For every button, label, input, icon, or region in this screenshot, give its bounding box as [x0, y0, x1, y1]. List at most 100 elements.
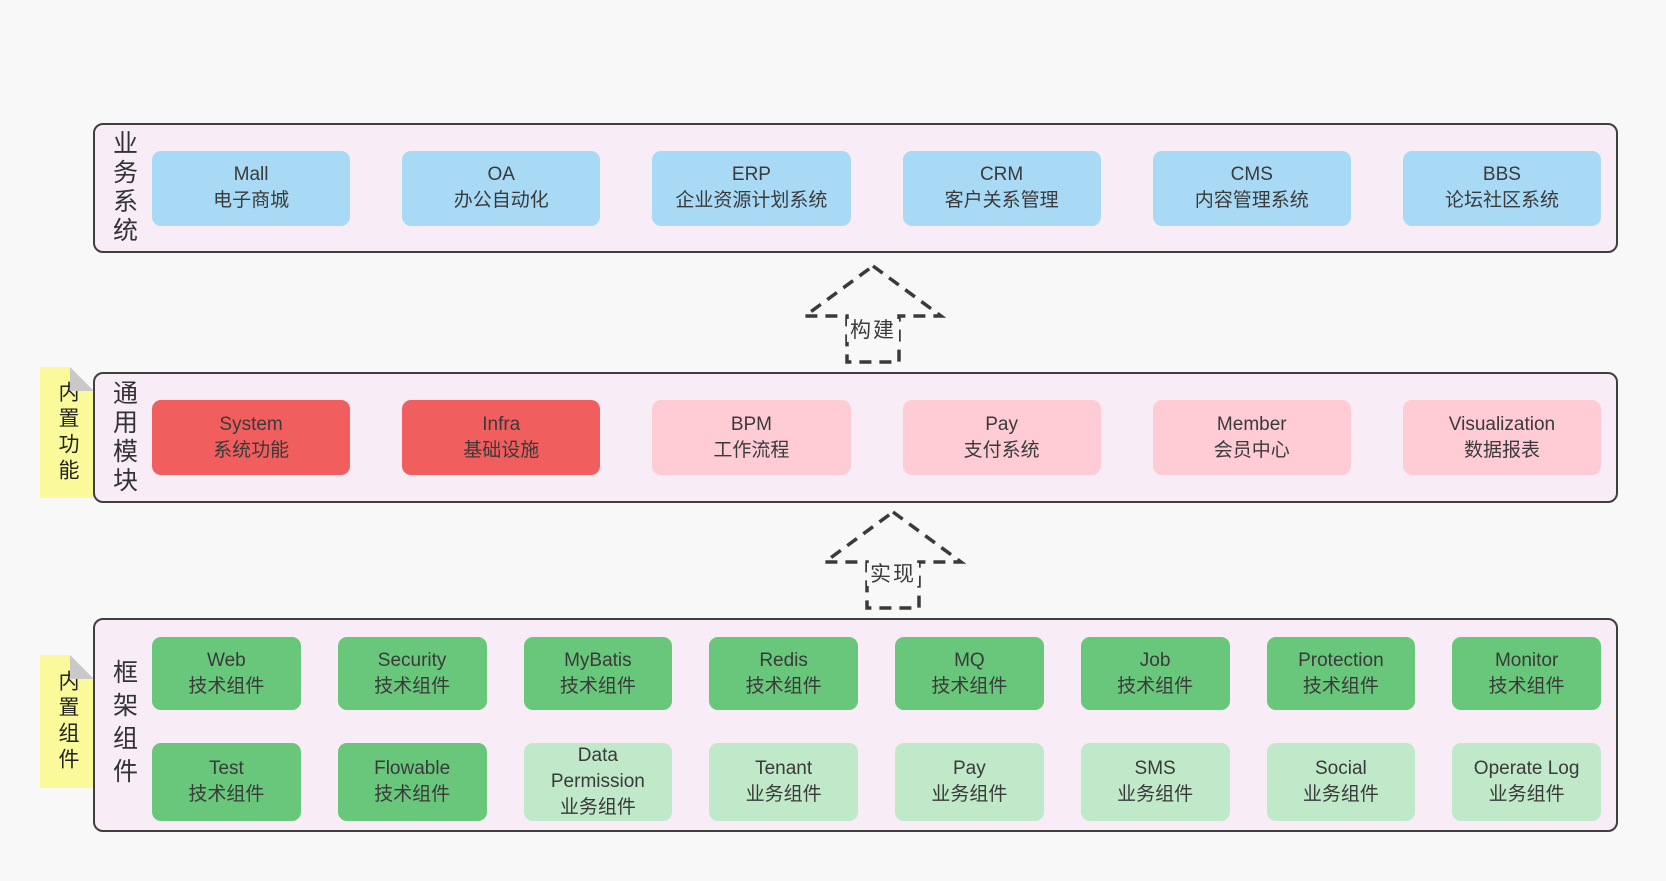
box-operate-log: Operate Log 业务组件: [1452, 743, 1601, 821]
box-name: BPM: [730, 413, 773, 435]
panel-title-framework-components: 框架组件: [109, 659, 138, 791]
box-bbs: BBS 论坛社区系统: [1402, 150, 1602, 226]
box-tenant: Tenant 业务组件: [709, 743, 858, 821]
box-desc: 办公自动化: [453, 190, 549, 211]
box-redis: Redis 技术组件: [709, 637, 858, 710]
box-crm: CRM 客户关系管理: [902, 150, 1101, 226]
box-desc: 技术组件: [745, 675, 822, 697]
box-desc: 技术组件: [374, 675, 451, 697]
box-desc: 工作流程: [713, 439, 790, 461]
box-visualization: Visualization 数据报表: [1402, 400, 1602, 475]
box-desc: 业务组件: [559, 797, 636, 818]
box-mq: MQ 技术组件: [895, 637, 1044, 710]
arrow-label-implement: 实现: [817, 558, 969, 588]
box-name: Pay: [985, 413, 1018, 435]
box-desc: 业务组件: [745, 784, 822, 805]
box-desc: 业务组件: [1488, 784, 1565, 805]
box-cms: CMS 内容管理系统: [1152, 150, 1351, 226]
box-desc: 技术组件: [931, 675, 1008, 697]
box-name: Member: [1216, 413, 1287, 435]
box-desc: 技术组件: [188, 784, 265, 805]
box-mybatis: MyBatis 技术组件: [523, 637, 673, 710]
box-name: MQ: [954, 649, 985, 671]
box-pay: Pay 支付系统: [902, 400, 1101, 475]
framework-row-2: Test 技术组件 Flowable 技术组件 Data Permission …: [152, 743, 1616, 821]
box-desc: 技术组件: [559, 675, 636, 697]
box-job: Job 技术组件: [1080, 637, 1230, 710]
box-name: Tenant: [755, 758, 813, 779]
box-desc: 技术组件: [1117, 675, 1194, 697]
box-desc: 业务组件: [1117, 784, 1194, 805]
box-name: Redis: [759, 649, 808, 671]
box-name: CMS: [1230, 164, 1273, 185]
arrow-label-build: 构建: [798, 314, 948, 344]
box-sms: SMS 业务组件: [1080, 743, 1230, 821]
box-flowable: Flowable 技术组件: [337, 743, 487, 821]
box-member: Member 会员中心: [1152, 400, 1351, 475]
box-name: Security: [377, 649, 447, 671]
box-name: Mall: [233, 164, 269, 185]
box-pay-component: Pay 业务组件: [895, 743, 1044, 821]
box-name: Social: [1315, 758, 1367, 779]
box-desc: 业务组件: [1302, 784, 1379, 805]
box-monitor: Monitor 技术组件: [1452, 637, 1601, 710]
folded-corner-icon: [70, 367, 94, 391]
box-desc: 会员中心: [1213, 439, 1290, 461]
box-name: SMS: [1134, 758, 1176, 779]
box-infra: Infra 基础设施: [402, 400, 601, 475]
box-desc: 支付系统: [963, 439, 1040, 461]
box-protection: Protection 技术组件: [1266, 637, 1416, 710]
box-name: MyBatis: [564, 649, 632, 671]
box-name: Infra: [482, 413, 521, 435]
framework-row-1: Web 技术组件 Security 技术组件 MyBatis 技术组件 Redi…: [152, 637, 1616, 710]
business-boxes-row: Mall 电子商城 OA 办公自动化 ERP 企业资源计划系统 CRM 客户关系…: [152, 125, 1616, 251]
box-name: Pay: [953, 758, 986, 779]
box-desc: 基础设施: [463, 439, 540, 461]
box-oa: OA 办公自动化: [402, 150, 601, 226]
up-arrow-implement-icon: [819, 509, 967, 610]
box-data-permission: Data Permission 业务组件: [523, 743, 673, 821]
box-name: ERP: [731, 164, 771, 185]
box-test: Test 技术组件: [152, 743, 301, 821]
box-name: Operate Log: [1473, 758, 1580, 779]
box-desc: 技术组件: [374, 784, 451, 805]
sticky-note-label: 内置功能: [56, 380, 79, 485]
panel-title-business-systems: 业务系统: [109, 130, 138, 246]
box-desc: 数据报表: [1463, 439, 1540, 461]
sticky-note-label: 内置组件: [56, 669, 79, 774]
panel-common-modules: 通用模块 System 系统功能 Infra 基础设施 BPM 工作流程 Pay…: [93, 372, 1618, 503]
box-name: System: [219, 413, 283, 435]
folded-corner-icon: [70, 655, 94, 679]
box-desc: 论坛社区系统: [1444, 190, 1559, 211]
box-name: OA: [487, 164, 515, 185]
panel-business-systems: 业务系统 Mall 电子商城 OA 办公自动化 ERP 企业资源计划系统 CRM…: [93, 123, 1618, 253]
up-arrow-build-icon: [799, 263, 947, 364]
framework-rows: Web 技术组件 Security 技术组件 MyBatis 技术组件 Redi…: [152, 620, 1616, 830]
box-desc: 企业资源计划系统: [675, 190, 828, 211]
box-desc: 系统功能: [213, 439, 290, 461]
box-desc: 客户关系管理: [944, 190, 1059, 211]
box-system: System 系统功能: [152, 400, 351, 475]
box-name: Web: [207, 649, 246, 671]
box-name: BBS: [1482, 164, 1521, 185]
box-name: Job: [1139, 649, 1171, 671]
box-web: Web 技术组件: [152, 637, 301, 710]
box-name: Test: [208, 758, 244, 779]
box-desc: 技术组件: [1302, 675, 1379, 697]
module-boxes-row: System 系统功能 Infra 基础设施 BPM 工作流程 Pay 支付系统…: [152, 374, 1616, 501]
box-social: Social 业务组件: [1266, 743, 1416, 821]
box-name: Monitor: [1494, 649, 1559, 671]
box-name: Protection: [1298, 649, 1384, 671]
panel-title-common-modules: 通用模块: [109, 379, 138, 496]
box-desc: 技术组件: [188, 675, 265, 697]
box-desc: 内容管理系统: [1194, 190, 1309, 211]
box-desc: 电子商城: [213, 190, 290, 211]
box-name: CRM: [979, 164, 1024, 185]
box-bpm: BPM 工作流程: [652, 400, 851, 475]
box-security: Security 技术组件: [337, 637, 487, 710]
box-desc: 技术组件: [1488, 675, 1565, 697]
box-name: Visualization: [1448, 413, 1556, 435]
box-desc: 业务组件: [931, 784, 1008, 805]
box-name: Flowable: [374, 758, 451, 779]
box-name: Data Permission: [550, 745, 645, 792]
